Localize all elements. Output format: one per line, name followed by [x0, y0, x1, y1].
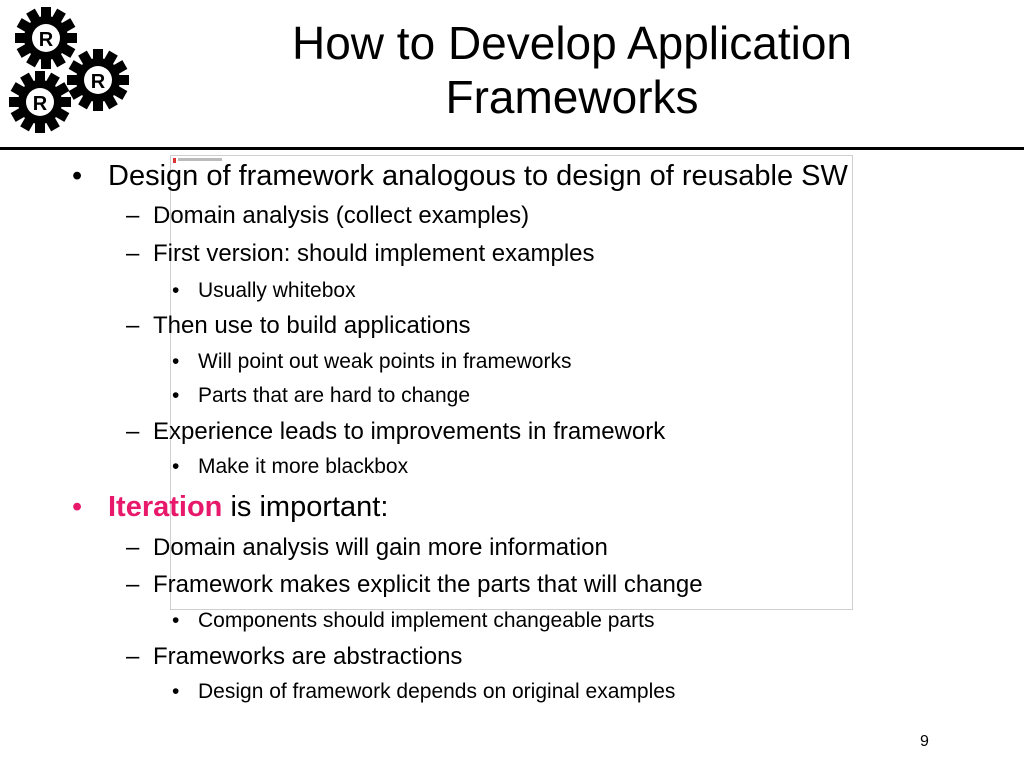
logo-letter: R [91, 71, 106, 93]
bullet-text: is important: [222, 491, 389, 523]
bullet-text: Framework makes explicit the parts that … [153, 571, 703, 598]
bullet-text: Experience leads to improvements in fram… [153, 418, 666, 445]
embed-icon [173, 158, 176, 163]
bullet-text: Design of framework analogous to design … [108, 160, 848, 192]
bullet-marker: • [72, 160, 83, 192]
bullet-marker: – [126, 312, 140, 339]
bullet-marker: • [172, 279, 180, 302]
bullet-marker: • [72, 491, 83, 523]
bullet-marker: – [126, 643, 140, 670]
bullet-marker: • [172, 609, 180, 632]
embedded-object-frame [170, 155, 853, 610]
title-divider [0, 147, 1024, 150]
page-number: 9 [920, 733, 929, 750]
bullet-marker: • [172, 680, 180, 703]
highlight-word: Iteration [108, 491, 223, 523]
gears-logo: R R R [9, 7, 129, 133]
bullet-marker: • [172, 350, 180, 373]
bullet-text: Make it more blackbox [198, 455, 409, 478]
logo-letter: R [33, 93, 48, 115]
bullet-text: Usually whitebox [198, 279, 356, 302]
bullet-marker: – [126, 571, 140, 598]
bullet-text: Then use to build applications [153, 312, 471, 339]
embed-caption-placeholder [178, 158, 222, 161]
bullet-text: Will point out weak points in frameworks [198, 350, 572, 373]
bullet-marker: – [126, 240, 140, 267]
bullet-marker: – [126, 534, 140, 561]
bullet-text: Domain analysis will gain more informati… [153, 534, 608, 561]
bullet-text: Components should implement changeable p… [198, 609, 655, 632]
bullet-text: Design of framework depends on original … [198, 680, 676, 703]
bullet-text: Domain analysis (collect examples) [153, 202, 530, 229]
bullet-marker: • [172, 455, 180, 478]
bullet-text: First version: should implement examples [153, 240, 595, 267]
logo-letter: R [39, 29, 54, 51]
bullet-marker: – [126, 202, 140, 229]
slide-title: How to Develop Application Frameworks [292, 17, 852, 123]
bullet-text: Frameworks are abstractions [153, 643, 463, 670]
bullet-text: Parts that are hard to change [198, 384, 471, 407]
bullet-marker: • [172, 384, 180, 407]
bullet-text-iteration: Iteration is important: [108, 491, 388, 524]
bullet-marker: – [126, 418, 140, 445]
